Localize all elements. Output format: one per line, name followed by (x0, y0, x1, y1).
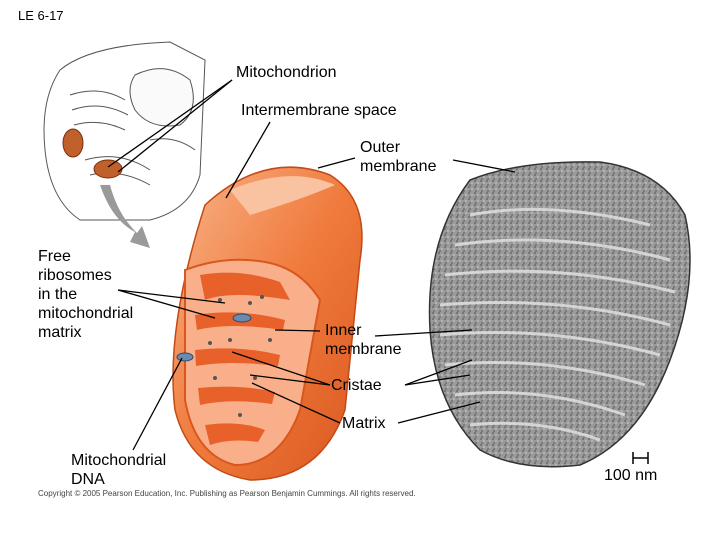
label-cristae: Cristae (331, 377, 382, 394)
dna-loop-1 (232, 313, 252, 323)
label-matrix: Matrix (342, 415, 386, 432)
label-outer-membrane: Outer membrane (360, 139, 437, 175)
label-inner-membrane: Inner membrane (325, 322, 402, 358)
label-mitochondrion: Mitochondrion (236, 64, 337, 81)
mitochondrion-illustration (172, 166, 363, 481)
copyright-notice: Copyright © 2005 Pearson Education, Inc.… (38, 489, 416, 498)
small-mitochondrion-1 (62, 128, 84, 158)
label-mitochondrial-dna: Mitochondrial DNA (71, 452, 167, 488)
cell-sketch (43, 41, 206, 221)
label-free-ribosomes: Free ribosomes in the mitochondrial matr… (38, 248, 134, 341)
zoom-arrow (100, 185, 150, 248)
dna-loop-2 (176, 352, 194, 362)
small-mitochondrion-2 (93, 159, 123, 179)
scale-bar (632, 452, 649, 464)
label-intermembrane-space: Intermembrane space (241, 102, 397, 119)
figure-id: LE 6-17 (18, 8, 64, 23)
label-scale-bar: 100 nm (604, 467, 658, 484)
leader-lines (107, 79, 516, 451)
electron-micrograph (428, 161, 691, 468)
